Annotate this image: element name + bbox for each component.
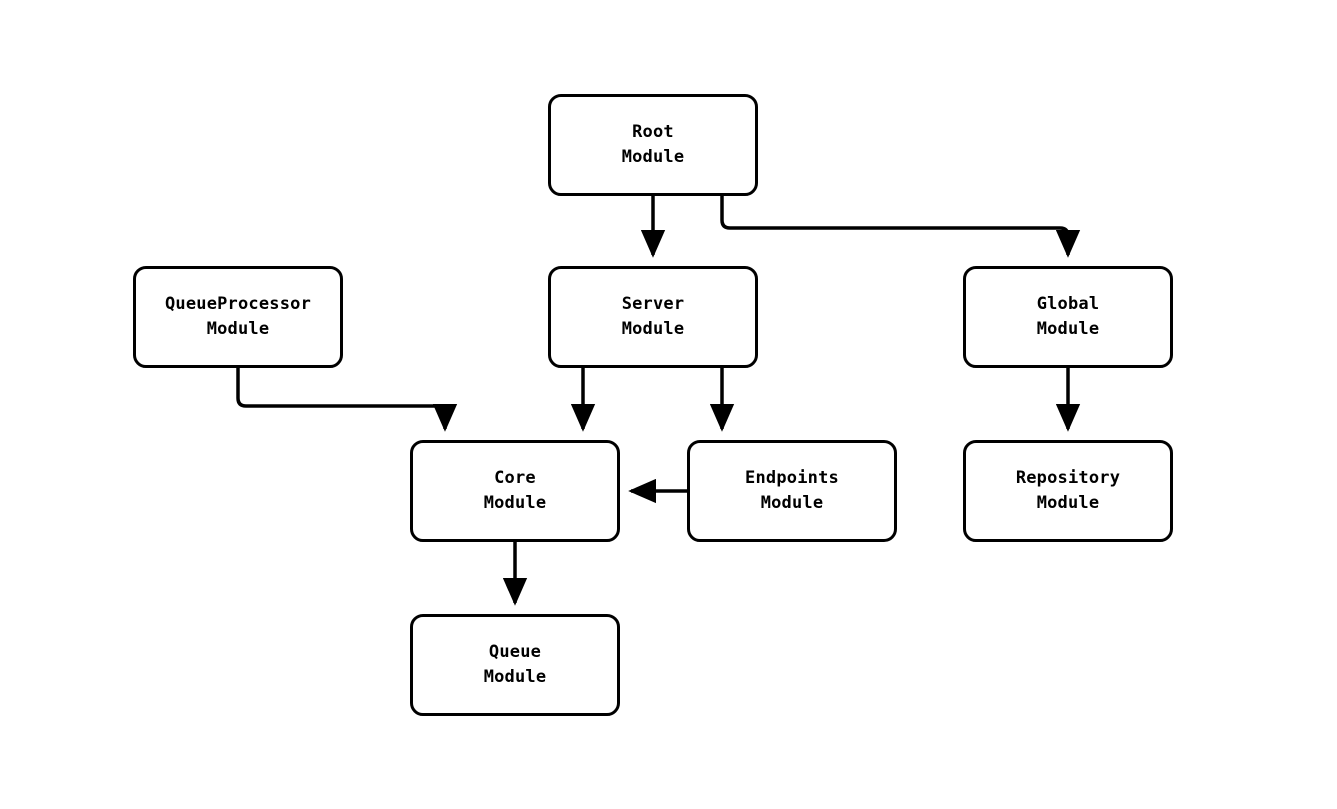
node-title: Queue — [488, 642, 542, 663]
node-title: Repository — [1015, 468, 1121, 489]
node-endpoints-module[interactable]: Endpoints Module — [687, 440, 897, 542]
node-subtitle: Module — [760, 493, 824, 513]
node-title: Server — [621, 294, 685, 315]
node-subtitle: Module — [621, 319, 685, 339]
edge-root-to-global — [720, 196, 1081, 258]
node-global-module[interactable]: Global Module — [963, 266, 1173, 368]
node-subtitle: Module — [483, 493, 547, 513]
edge-queueprocessor-to-core — [236, 368, 458, 432]
node-subtitle: Module — [1036, 493, 1100, 513]
node-title: Global — [1036, 294, 1100, 315]
node-subtitle: Module — [1036, 319, 1100, 339]
node-core-module[interactable]: Core Module — [410, 440, 620, 542]
node-subtitle: Module — [483, 667, 547, 687]
node-root-module[interactable]: Root Module — [548, 94, 758, 196]
node-subtitle: Module — [206, 319, 270, 339]
node-queue-module[interactable]: Queue Module — [410, 614, 620, 716]
node-title: Root — [632, 122, 674, 143]
node-title: QueueProcessor — [164, 294, 312, 315]
node-queueprocessor-module[interactable]: QueueProcessor Module — [133, 266, 343, 368]
node-title: Endpoints — [745, 468, 839, 489]
node-repository-module[interactable]: Repository Module — [963, 440, 1173, 542]
node-server-module[interactable]: Server Module — [548, 266, 758, 368]
node-title: Core — [494, 468, 536, 489]
node-subtitle: Module — [621, 147, 685, 167]
